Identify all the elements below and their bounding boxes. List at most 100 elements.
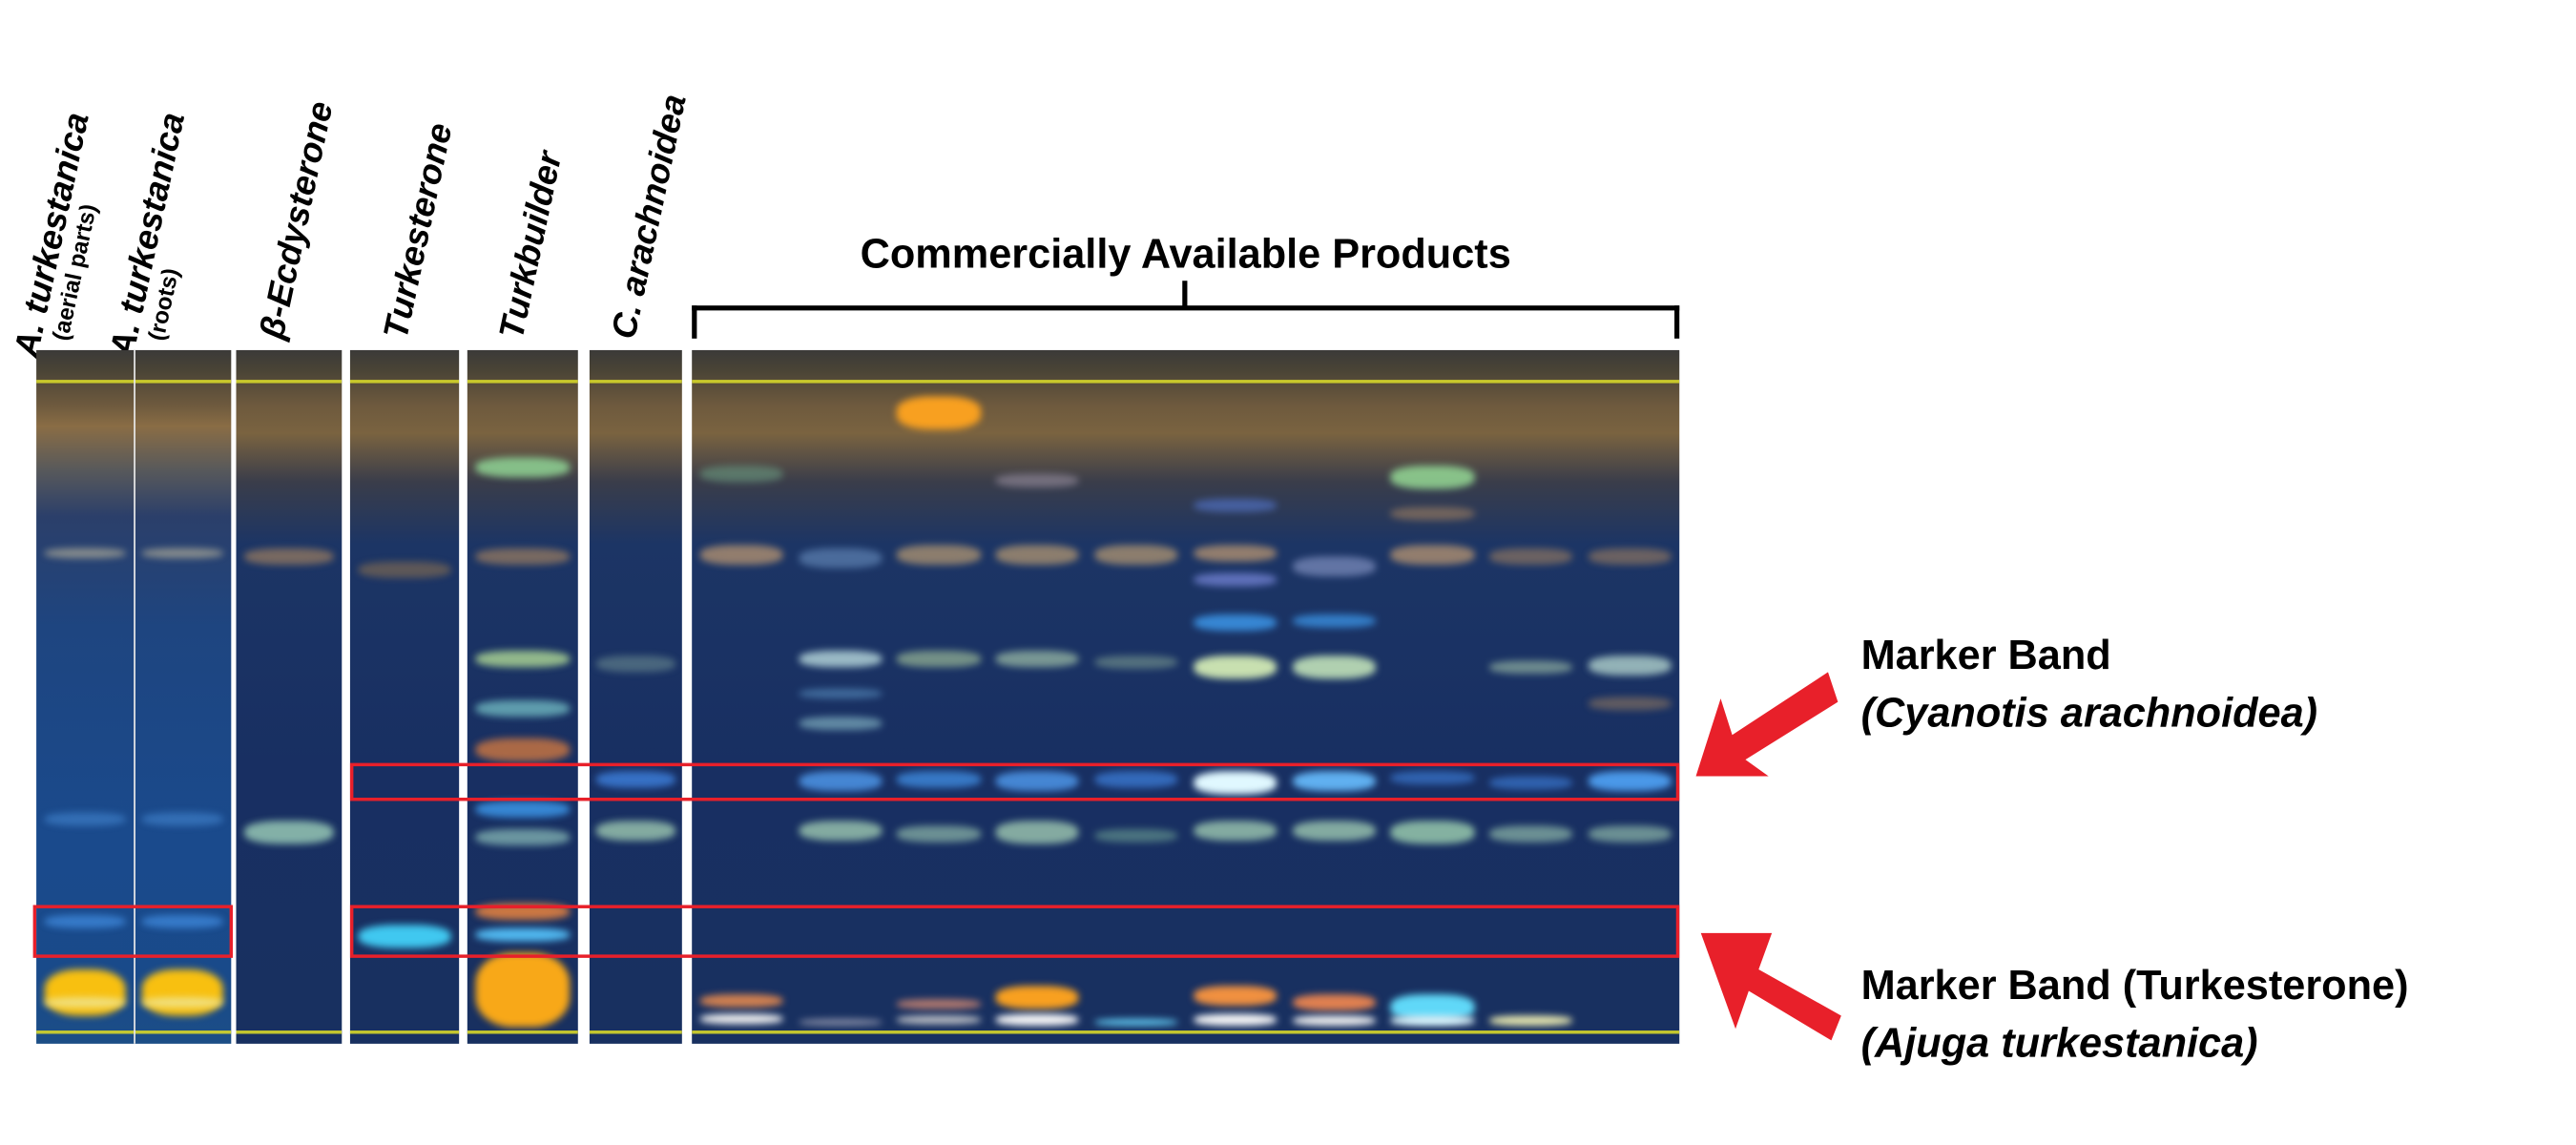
chromatography-band	[1094, 545, 1178, 565]
chromatography-band	[897, 650, 981, 668]
chromatography-band	[1489, 660, 1573, 675]
chromatography-band	[476, 927, 570, 942]
plate-panel	[467, 349, 578, 1044]
chromatography-band	[1193, 771, 1277, 795]
lane-label-beta-ecdysterone: β-Ecdysterone	[253, 98, 342, 343]
chromatography-band	[897, 999, 981, 1010]
chromatography-band	[1489, 1015, 1573, 1026]
chromatography-band	[1292, 656, 1376, 679]
chromatography-band	[1193, 572, 1277, 587]
chromatography-band	[1193, 656, 1277, 679]
chromatography-band	[1193, 498, 1277, 512]
chromatography-band	[798, 1018, 882, 1026]
chromatography-band	[995, 821, 1079, 844]
solvent-front-line	[349, 1030, 460, 1034]
chromatography-band	[798, 771, 882, 792]
plate-panel	[349, 349, 460, 1044]
lane-label-a-turkestanica-aerial: A. turkestanica(aerial parts)	[8, 109, 102, 361]
chromatography-band	[1094, 656, 1178, 669]
solvent-front-line	[36, 1030, 232, 1034]
chromatography-band	[1094, 1018, 1178, 1026]
chromatography-band	[1292, 556, 1376, 577]
chromatography-band	[1292, 771, 1376, 792]
chromatography-band	[1588, 697, 1672, 711]
chromatography-band	[995, 650, 1079, 668]
chromatography-band	[1292, 993, 1376, 1011]
chromatography-band	[476, 828, 570, 846]
chromatography-band	[897, 545, 981, 565]
plate-panel	[36, 349, 232, 1044]
chromatography-band	[1390, 545, 1474, 565]
chromatography-band	[1193, 986, 1277, 1007]
chromatography-band	[1094, 771, 1178, 788]
chromatography-band	[798, 688, 882, 699]
plate-panel	[589, 349, 682, 1044]
lane-label-c-arachnoidea: C. arachnoidea	[605, 91, 695, 343]
chromatography-band	[476, 457, 570, 478]
chromatography-band	[476, 650, 570, 668]
chromatography-band	[798, 548, 882, 569]
lane-label-turkesterone: Turkesterone	[377, 119, 461, 343]
chromatography-band	[1390, 466, 1474, 489]
chromatography-band	[476, 548, 570, 565]
chromatography-band	[44, 548, 127, 559]
chromatography-band	[1193, 1013, 1277, 1026]
chromatography-band	[1292, 1015, 1376, 1026]
chromatography-band	[897, 825, 981, 843]
chromatography-band	[596, 656, 675, 673]
chromatography-band	[1292, 614, 1376, 628]
annotation-cyanotis: Marker Band(Cyanotis arachnoidea)	[1860, 632, 2318, 737]
chromatography-band	[44, 997, 127, 1008]
chromatography-band	[44, 914, 127, 928]
chromatography-band	[1292, 821, 1376, 841]
chromatography-band	[995, 771, 1079, 792]
solvent-front-line	[236, 1030, 343, 1034]
chromatography-band	[476, 952, 570, 1028]
chromatography-band	[359, 561, 450, 578]
marker-box-cyanotis	[349, 762, 1680, 802]
solvent-front-line	[236, 380, 343, 384]
chromatography-band	[244, 821, 334, 844]
chromatography-band	[1390, 1015, 1474, 1026]
solvent-front-line	[589, 1030, 682, 1034]
solvent-front-line	[36, 380, 232, 384]
chromatography-band	[897, 396, 981, 430]
chromatography-band	[798, 821, 882, 841]
chromatography-band	[1094, 828, 1178, 843]
chromatography-band	[1390, 507, 1474, 521]
marker-box-ajuga	[32, 905, 234, 958]
chromatography-band	[798, 717, 882, 731]
chromatography-band	[1588, 771, 1672, 792]
chromatography-band	[798, 650, 882, 668]
chromatography-band	[141, 997, 224, 1008]
chromatography-band	[44, 968, 127, 1016]
solvent-front-line	[467, 1030, 578, 1034]
lane-divider	[134, 349, 135, 1044]
products-bracket-tick	[1182, 281, 1188, 309]
chromatography-band	[1390, 821, 1474, 844]
chromatography-band	[141, 548, 224, 559]
chromatography-band	[244, 548, 334, 565]
chromatography-band	[897, 771, 981, 788]
chromatography-band	[596, 821, 675, 841]
chromatography-band	[1193, 821, 1277, 841]
chromatography-band	[1193, 614, 1277, 632]
chromatography-band	[897, 1015, 981, 1025]
chromatography-band	[44, 812, 127, 826]
chromatography-band	[359, 925, 450, 948]
chromatography-band	[1588, 656, 1672, 676]
chromatography-band	[1193, 545, 1277, 562]
chromatography-band	[476, 699, 570, 718]
solvent-front-line	[349, 380, 460, 384]
products-bracket	[692, 305, 1680, 339]
lane-label-a-turkestanica-roots: A. turkestanica(roots)	[103, 109, 193, 361]
chromatography-band	[476, 738, 570, 761]
solvent-front-line	[589, 380, 682, 384]
plate-panel	[692, 349, 1680, 1044]
chromatography-band	[995, 986, 1079, 1010]
chromatography-band	[995, 1013, 1079, 1026]
arrow-icon	[1700, 932, 1841, 1041]
solvent-front-line	[692, 1030, 1680, 1034]
chromatography-band	[1588, 548, 1672, 565]
